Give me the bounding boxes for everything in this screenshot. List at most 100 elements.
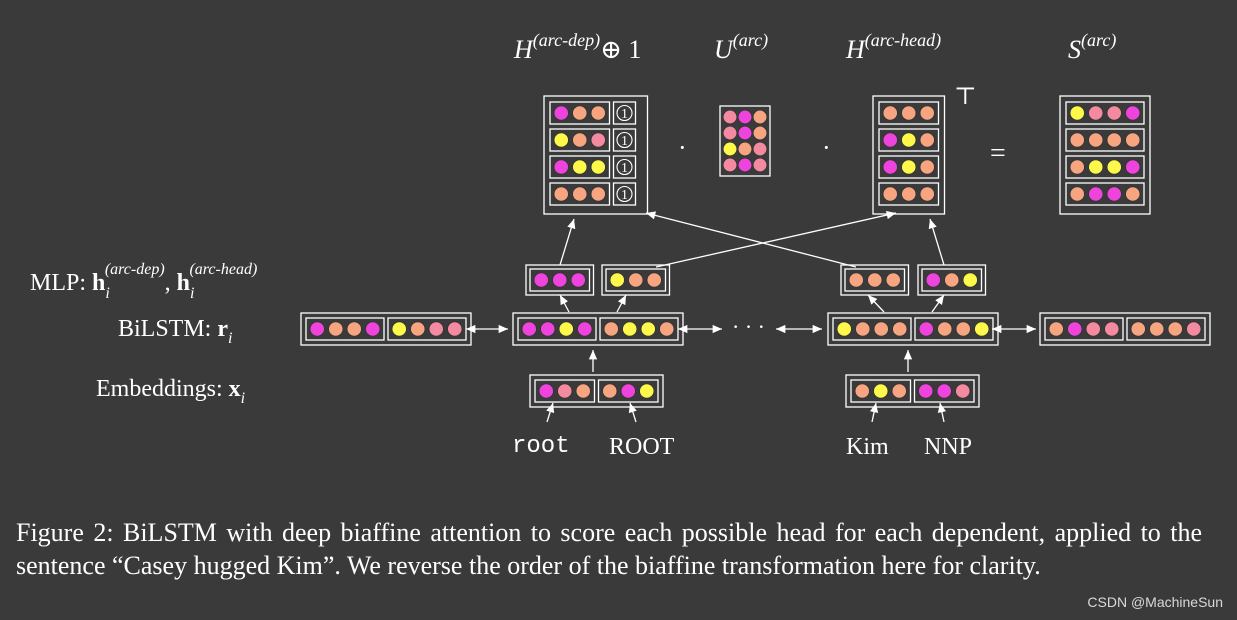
bilstm-2-right-cell xyxy=(974,321,990,337)
bilstm-3-left-cell xyxy=(1048,321,1064,337)
s-matrix-row-cell xyxy=(1088,105,1104,121)
mlp-root-head-cell xyxy=(646,272,662,288)
bilstm-2-right-cell xyxy=(918,321,934,337)
s-matrix-row-cell xyxy=(1069,159,1085,175)
s-matrix-row-cell xyxy=(1125,105,1141,121)
h-dep-matrix-row xyxy=(549,128,611,152)
h-head-matrix-row xyxy=(878,182,940,206)
h-dep-matrix-bias-label: 1 xyxy=(621,107,628,122)
h-dep-matrix-row xyxy=(549,101,611,125)
h-head-matrix-row-cell xyxy=(919,186,935,202)
bilstm-1-left-cell xyxy=(558,321,574,337)
word-kim: Kim xyxy=(846,434,889,460)
bilstm-1-right-cell xyxy=(640,321,656,337)
bilstm-0-right-cell xyxy=(447,321,463,337)
s-matrix-row-cell xyxy=(1069,186,1085,202)
mlp-kim-dep-cell xyxy=(867,272,883,288)
mlp-root-head xyxy=(605,268,667,292)
s-label: S(arc) xyxy=(1068,30,1116,64)
mlp-kim-dep-cell xyxy=(848,272,864,288)
tag-kim: NNP xyxy=(924,434,972,460)
h-dep-matrix-row-cell xyxy=(553,105,569,121)
h-dep-matrix-row-cell xyxy=(572,186,588,202)
bilstm-0-left-cell xyxy=(309,321,325,337)
bilstm-0-right xyxy=(387,317,467,341)
h-head-label: H(arc-head) xyxy=(845,30,941,64)
s-matrix-row-cell xyxy=(1088,132,1104,148)
emb-kim-right xyxy=(913,379,975,403)
s-matrix-row-cell xyxy=(1106,159,1122,175)
transpose-symbol: ⊤ xyxy=(954,84,977,110)
mlp-kim-head xyxy=(921,268,983,292)
bilstm-0-right-cell xyxy=(410,321,426,337)
s-matrix-row-cell xyxy=(1125,186,1141,202)
h-dep-matrix-row-cell xyxy=(572,159,588,175)
bilstm-0-left-cell xyxy=(328,321,344,337)
h-head-matrix-row xyxy=(878,155,940,179)
bilstm-2-right-cell xyxy=(937,321,953,337)
bilstm-1-right-cell xyxy=(659,321,675,337)
emb-kim-left-cell xyxy=(891,383,907,399)
mlp-root-head-cell xyxy=(609,272,625,288)
bilstm-3-outer xyxy=(1039,312,1211,346)
h-dep-matrix-bias-cell xyxy=(612,155,637,179)
bilstm-1-left-cell xyxy=(577,321,593,337)
h-dep-matrix-bias-cell xyxy=(612,128,637,152)
emb-root-right-cell xyxy=(602,383,618,399)
emb-root-right xyxy=(597,379,659,403)
s-matrix-row-cell xyxy=(1106,186,1122,202)
emb-kim-left-cell xyxy=(873,383,889,399)
bilstm-2-left-cell xyxy=(836,321,852,337)
dot-operator-2: · xyxy=(822,133,831,162)
mlp-root-head-cell xyxy=(628,272,644,288)
s-matrix-row xyxy=(1065,101,1145,125)
bilstm-1-left-cell xyxy=(521,321,537,337)
mlp-root-dep-cell xyxy=(570,272,586,288)
bilstm-3-right-cell xyxy=(1186,321,1202,337)
bilstm-3-left-cell xyxy=(1085,321,1101,337)
u-matrix-cell xyxy=(737,125,753,141)
mlp-kim-head-cell xyxy=(962,272,978,288)
mlp-root-dep-cell xyxy=(533,272,549,288)
emb-kim-right-cell xyxy=(955,383,971,399)
mlp-kim-dep-outer xyxy=(840,264,910,296)
h-dep-matrix-row-cell xyxy=(553,132,569,148)
h-dep-matrix-row-cell xyxy=(572,105,588,121)
h-head-matrix-outer xyxy=(872,95,946,215)
u-matrix-cell xyxy=(737,109,753,125)
h-dep-matrix-outer xyxy=(543,95,649,215)
s-matrix-row-cell xyxy=(1106,132,1122,148)
u-matrix-cell xyxy=(752,157,768,173)
h-head-matrix-row-cell xyxy=(919,159,935,175)
bilstm-0-left-cell xyxy=(346,321,362,337)
emb-root-left-cell xyxy=(575,383,591,399)
s-matrix-row xyxy=(1065,155,1145,179)
u-matrix-cell xyxy=(722,125,738,141)
h-head-matrix-row-cell xyxy=(919,105,935,121)
h-dep-matrix-bias-cell xyxy=(612,101,637,125)
bilstm-1-left-cell xyxy=(540,321,556,337)
architecture-diagram: H(arc-dep)⊕ 1 U(arc) H(arc-head) S(arc) … xyxy=(30,30,1211,460)
s-matrix-row xyxy=(1065,128,1145,152)
u-matrix-cell xyxy=(722,141,738,157)
u-matrix-outer xyxy=(719,105,771,177)
emb-kim-left xyxy=(850,379,912,403)
bilstm-row-label: BiLSTM: ri xyxy=(118,316,232,347)
mlp-root-dep xyxy=(529,268,591,292)
s-matrix-row-cell xyxy=(1088,186,1104,202)
mlp-kim-dep xyxy=(844,268,906,292)
watermark: CSDN @MachineSun xyxy=(1087,594,1223,610)
mlp-root-dep-outer xyxy=(525,264,595,296)
bilstm-1-right xyxy=(599,317,679,341)
emb-root-right-cell xyxy=(620,383,636,399)
h-head-matrix-row-cell xyxy=(901,105,917,121)
h-dep-matrix-bias-circle xyxy=(616,185,633,203)
mlp-root-dep-cell xyxy=(552,272,568,288)
h-head-matrix-row-cell xyxy=(901,186,917,202)
s-matrix-row-cell xyxy=(1125,159,1141,175)
h-dep-matrix-row-cell xyxy=(572,132,588,148)
bilstm-2-left xyxy=(832,317,912,341)
bilstm-3-left-cell xyxy=(1104,321,1120,337)
s-matrix-row-cell xyxy=(1106,105,1122,121)
